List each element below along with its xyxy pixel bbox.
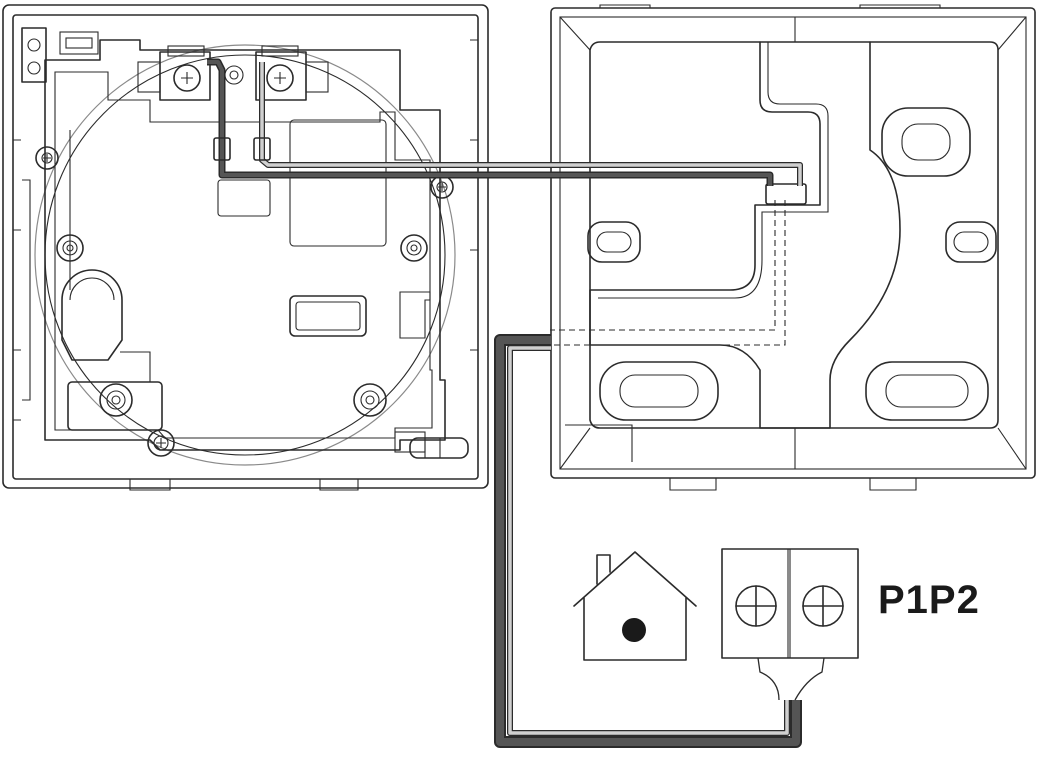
screw-icon: [56, 234, 84, 262]
screw-icon: [400, 234, 428, 262]
terminal-block: [721, 548, 859, 659]
screw-icon: [147, 429, 175, 457]
screw-icon: [735, 585, 777, 627]
controller-back-plate: [2, 4, 489, 491]
screw-icon: [35, 146, 59, 170]
house-icon: [573, 551, 697, 661]
screw-icon: [802, 585, 844, 627]
mounting-hole: [881, 107, 971, 177]
cable-to-terminal: [494, 334, 825, 748]
mounting-hole: [865, 361, 989, 421]
terminal-label: P1P2: [878, 578, 980, 622]
wall-box: [550, 4, 1036, 491]
screw-icon: [430, 175, 454, 199]
mounting-hole: [945, 221, 997, 263]
screw-icon: [99, 383, 133, 417]
screw-icon: [353, 383, 387, 417]
cable-between-units: [207, 58, 803, 186]
mounting-hole: [587, 221, 641, 263]
mounting-hole: [599, 361, 719, 421]
